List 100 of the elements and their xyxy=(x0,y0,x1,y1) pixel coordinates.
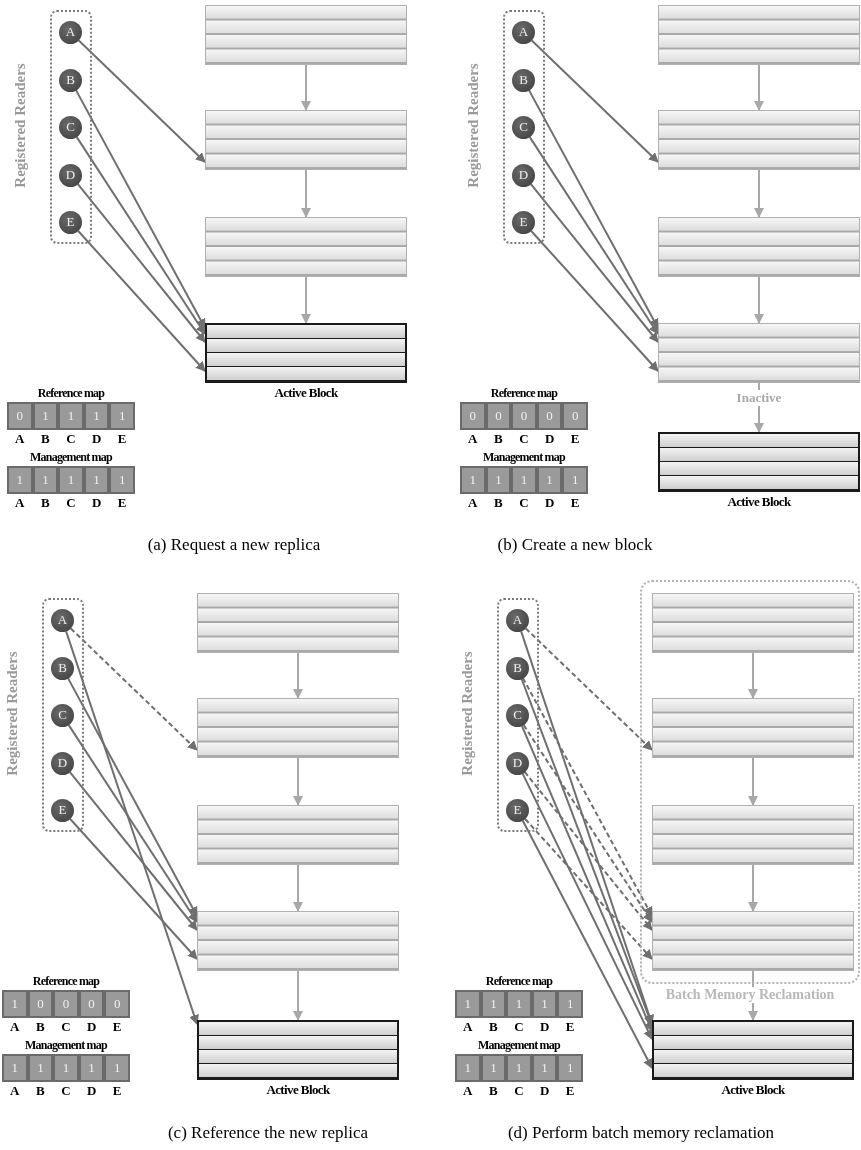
arrow xyxy=(528,89,659,329)
arrow xyxy=(748,652,758,699)
column-letter: B xyxy=(488,1019,499,1035)
map-cell: 1 xyxy=(78,1054,105,1082)
arrow xyxy=(293,970,303,1021)
column-letter: D xyxy=(538,1019,551,1035)
map-cell: 0 xyxy=(7,402,33,430)
column-letter: B xyxy=(40,495,51,511)
column-letter: D xyxy=(538,1083,551,1099)
map-cell: 1 xyxy=(485,466,512,494)
map-cell: 1 xyxy=(32,466,59,494)
map-cell: 1 xyxy=(32,402,59,430)
column-letter: B xyxy=(493,495,504,511)
figure-caption: (a) Request a new replica xyxy=(147,535,321,555)
figure-caption: (b) Create a new block xyxy=(497,535,653,555)
map-cell: 0 xyxy=(536,402,563,430)
memory-block xyxy=(205,110,407,170)
map-cell: 0 xyxy=(53,990,79,1018)
arrow xyxy=(528,136,659,335)
arrow xyxy=(77,230,206,372)
reader-circle: E xyxy=(51,799,74,822)
column-letter: A xyxy=(14,431,26,447)
map-cell: 1 xyxy=(53,1054,79,1082)
column-letter: B xyxy=(493,431,504,447)
map-cell: 1 xyxy=(109,466,135,494)
column-letter: E xyxy=(111,1019,123,1035)
map-cell: 0 xyxy=(460,402,486,430)
arrow xyxy=(293,864,303,912)
reader-circle: A xyxy=(59,21,82,44)
arrow xyxy=(748,864,758,912)
column-letter: C xyxy=(518,495,530,511)
block-label: Active Block xyxy=(726,494,792,510)
group-label: Registered Readers xyxy=(11,62,29,190)
column-letter: E xyxy=(116,495,128,511)
map-cell: 1 xyxy=(104,1054,130,1082)
arrow xyxy=(530,230,659,372)
reader-circle: A xyxy=(51,609,74,632)
arrow xyxy=(68,770,198,931)
column-letter: E xyxy=(111,1083,123,1099)
arrow xyxy=(75,89,206,329)
arrow xyxy=(75,136,206,335)
arrow xyxy=(76,182,206,343)
reader-circle: D xyxy=(51,751,74,775)
map-cell: 1 xyxy=(480,990,507,1018)
column-letter: A xyxy=(467,431,479,447)
arrow xyxy=(301,276,311,324)
arrow xyxy=(754,276,764,324)
arrow xyxy=(301,169,311,218)
map-cell: 1 xyxy=(511,466,537,494)
map-cell: 1 xyxy=(531,990,558,1018)
map-title: Management map xyxy=(24,1038,108,1053)
map-cell: 1 xyxy=(480,1054,507,1082)
column-letter: A xyxy=(462,1083,474,1099)
column-letter: C xyxy=(513,1083,525,1099)
map-cell: 1 xyxy=(27,1054,54,1082)
map-cell: 1 xyxy=(83,466,110,494)
column-letter: E xyxy=(116,431,128,447)
column-letter: A xyxy=(9,1083,21,1099)
figure-caption: (c) Reference the new replica xyxy=(167,1123,369,1143)
map-cell: 1 xyxy=(506,990,532,1018)
arrow xyxy=(521,819,653,1069)
column-letter: D xyxy=(543,495,556,511)
arrow xyxy=(77,39,206,163)
group-label: Registered Readers xyxy=(3,650,21,778)
column-letter: B xyxy=(488,1083,499,1099)
arrow xyxy=(523,770,653,931)
column-letter: E xyxy=(564,1019,576,1035)
memory-block xyxy=(652,805,854,865)
arrow xyxy=(521,725,654,1032)
reader-circle: B xyxy=(512,68,535,92)
column-letter: B xyxy=(35,1083,46,1099)
block-label: Active Block xyxy=(273,385,339,401)
memory-block xyxy=(658,323,860,383)
memory-block xyxy=(652,698,854,758)
reader-circle: C xyxy=(59,116,82,139)
reader-circle: E xyxy=(506,799,529,822)
map-cell: 1 xyxy=(536,466,563,494)
column-letter: A xyxy=(14,495,26,511)
arrow xyxy=(524,818,653,960)
memory-block xyxy=(205,5,407,65)
column-letter: C xyxy=(513,1019,525,1035)
map-cell: 1 xyxy=(455,990,481,1018)
map-cell: 1 xyxy=(2,1054,28,1082)
arrow xyxy=(522,724,653,923)
reader-circle: D xyxy=(59,163,82,187)
column-letter: A xyxy=(467,495,479,511)
map-cell: 1 xyxy=(83,402,110,430)
arrow xyxy=(69,627,198,751)
column-letter: B xyxy=(35,1019,46,1035)
column-letter: C xyxy=(518,431,530,447)
memory-block xyxy=(197,698,399,758)
memory-block xyxy=(652,593,854,653)
arrow xyxy=(754,64,764,111)
column-letter: C xyxy=(60,1019,72,1035)
column-letter: D xyxy=(90,431,103,447)
arrow xyxy=(522,677,653,917)
arrow xyxy=(748,757,758,806)
arrow xyxy=(293,652,303,699)
map-title: Management map xyxy=(477,1038,561,1053)
column-letter: A xyxy=(462,1019,474,1035)
